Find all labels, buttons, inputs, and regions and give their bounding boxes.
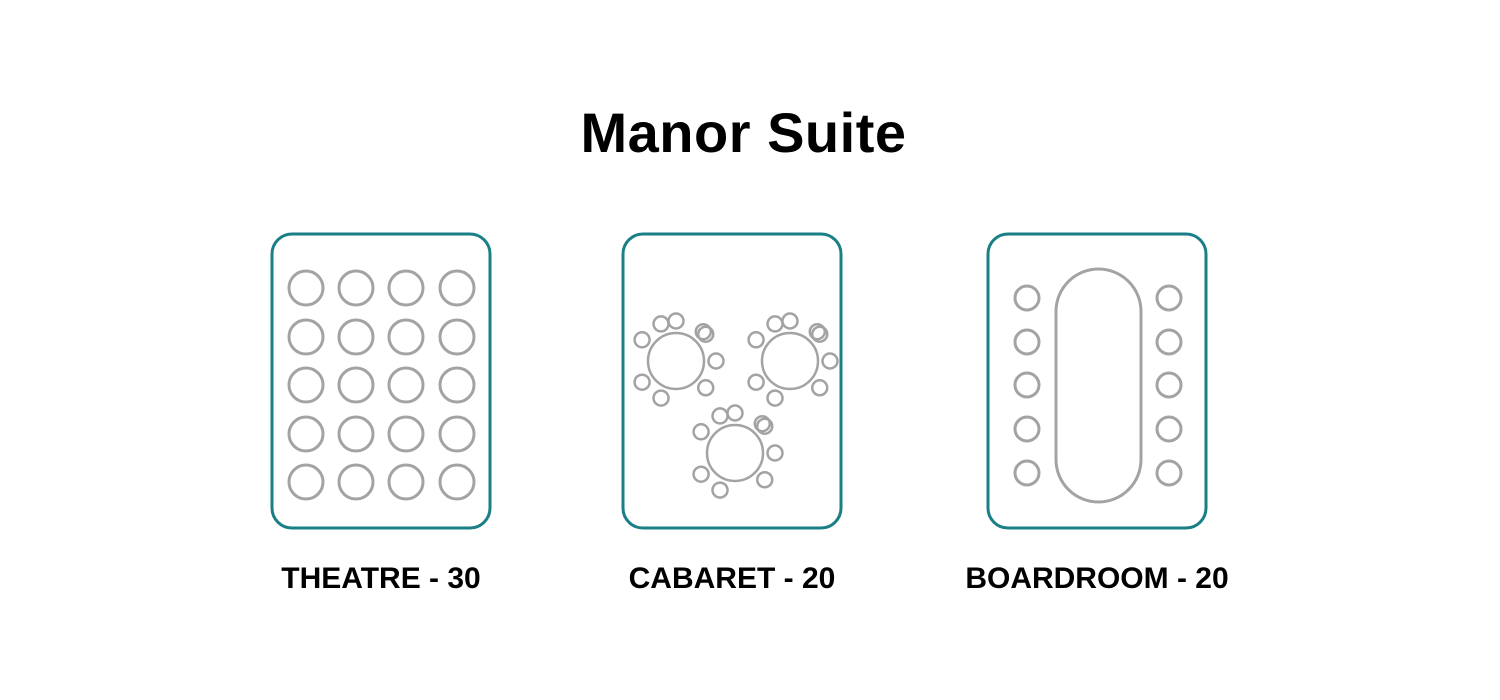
chair-icon bbox=[747, 331, 765, 349]
chair-icon bbox=[810, 379, 829, 397]
chair-icon bbox=[808, 322, 827, 341]
chair-icon bbox=[766, 315, 784, 333]
seat-icon bbox=[1013, 415, 1041, 443]
chair-icon bbox=[755, 417, 774, 435]
cabaret-seating-icon bbox=[621, 232, 843, 530]
seat-icon bbox=[1155, 459, 1183, 487]
room-frame bbox=[986, 232, 1208, 530]
seat-icon bbox=[1013, 371, 1041, 399]
seat-icon bbox=[438, 318, 476, 356]
chair-icon bbox=[667, 312, 685, 330]
chair-icon bbox=[692, 465, 710, 483]
chair-icon bbox=[810, 325, 829, 343]
seat-icon bbox=[287, 463, 325, 501]
theatre-capacity-label: THEATRE - 30 bbox=[281, 562, 481, 595]
room-frame bbox=[621, 232, 843, 530]
cabaret-capacity-label: CABARET - 20 bbox=[628, 562, 836, 595]
theatre-seating-icon bbox=[270, 232, 492, 530]
boardroom-seating-icon bbox=[986, 232, 1208, 530]
page-title: Manor Suite bbox=[580, 101, 907, 164]
seat-icon bbox=[287, 318, 325, 356]
seat-icon bbox=[1155, 284, 1183, 312]
chair-icon bbox=[781, 312, 799, 330]
seat-icon bbox=[337, 415, 375, 453]
chair-icon bbox=[696, 325, 715, 343]
chair-icon bbox=[652, 315, 670, 333]
chair-icon bbox=[696, 379, 715, 397]
seat-icon bbox=[1155, 328, 1183, 356]
seat-icon bbox=[337, 318, 375, 356]
seat-icon bbox=[287, 269, 325, 307]
chair-icon bbox=[633, 331, 651, 349]
boardroom-table bbox=[1054, 267, 1143, 504]
theatre-layout-card bbox=[270, 232, 492, 530]
seat-icon bbox=[1155, 415, 1183, 443]
seat-icon bbox=[1013, 284, 1041, 312]
seat-icon bbox=[438, 269, 476, 307]
round-table bbox=[705, 423, 765, 483]
seat-icon bbox=[337, 269, 375, 307]
seat-icon bbox=[438, 366, 476, 404]
chair-icon bbox=[821, 352, 839, 370]
room-frame bbox=[270, 232, 492, 530]
chair-icon bbox=[711, 407, 729, 425]
seat-icon bbox=[337, 463, 375, 501]
boardroom-layout-card bbox=[986, 232, 1208, 530]
round-table bbox=[646, 331, 706, 391]
round-table bbox=[760, 331, 820, 391]
seat-icon bbox=[438, 463, 476, 501]
seat-icon bbox=[387, 463, 425, 501]
boardroom-capacity-label: BOARDROOM - 20 bbox=[965, 562, 1229, 595]
chair-icon bbox=[692, 423, 710, 441]
chair-icon bbox=[652, 389, 670, 407]
chair-icon bbox=[755, 471, 774, 489]
chair-icon bbox=[726, 404, 744, 422]
seat-icon bbox=[1013, 328, 1041, 356]
seat-icon bbox=[1013, 459, 1041, 487]
seat-icon bbox=[287, 366, 325, 404]
chair-icon bbox=[707, 352, 725, 370]
seat-icon bbox=[387, 318, 425, 356]
seat-icon bbox=[438, 415, 476, 453]
chair-icon bbox=[747, 373, 765, 391]
chair-icon bbox=[753, 414, 772, 433]
seat-icon bbox=[387, 366, 425, 404]
seat-icon bbox=[1155, 371, 1183, 399]
seat-icon bbox=[287, 415, 325, 453]
seat-icon bbox=[337, 366, 375, 404]
chair-icon bbox=[633, 373, 651, 391]
chair-icon bbox=[694, 322, 713, 341]
chair-icon bbox=[766, 389, 784, 407]
chair-icon bbox=[711, 481, 729, 499]
seat-icon bbox=[387, 415, 425, 453]
cabaret-layout-card bbox=[621, 232, 843, 530]
chair-icon bbox=[766, 444, 784, 462]
seat-icon bbox=[387, 269, 425, 307]
